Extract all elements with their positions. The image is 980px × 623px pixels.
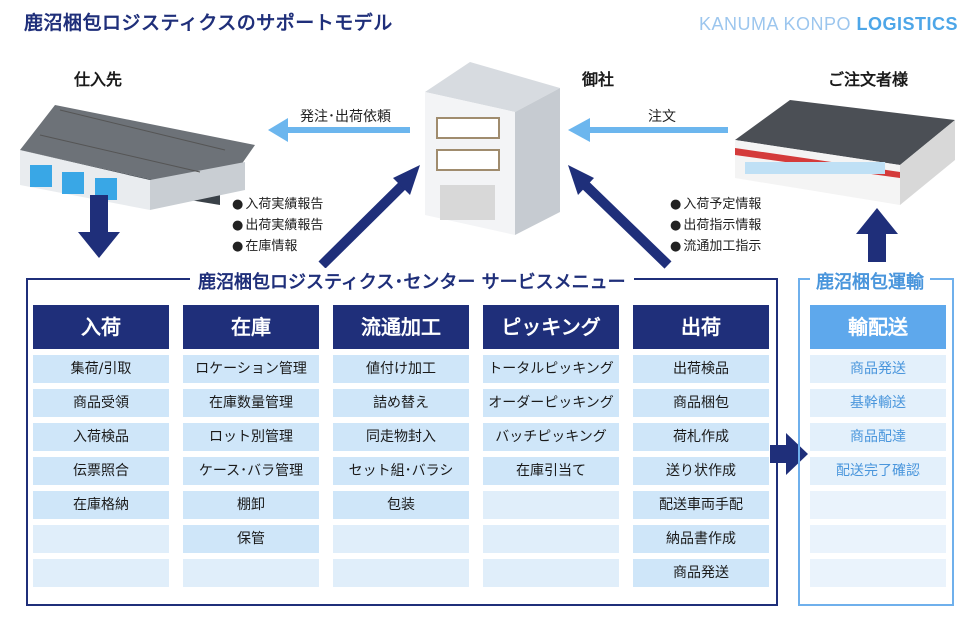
arrow-supplier-down (78, 195, 120, 258)
transport-item-empty (810, 491, 946, 519)
transport-title: 鹿沼梱包運輸 (810, 268, 930, 294)
service-item: 在庫格納 (33, 491, 169, 519)
arrow-label-customer-order: 注文 (648, 109, 676, 125)
service-item: ロット別管理 (183, 423, 319, 451)
service-item-empty (183, 559, 319, 587)
report-item: 流通加工指示 (670, 236, 761, 257)
service-item: 伝票照合 (33, 457, 169, 485)
column-header: 輸配送 (810, 305, 946, 349)
service-item: 包装 (333, 491, 469, 519)
arrow-center-to-transport (770, 433, 808, 475)
page-title: 鹿沼梱包ロジスティクスのサポートモデル (24, 12, 393, 34)
column-header: 入荷 (33, 305, 169, 349)
company-label: 御社 (582, 70, 615, 89)
supplier-label: 仕入先 (74, 70, 123, 89)
transport-item: 商品発送 (810, 355, 946, 383)
service-column-inventory: 在庫 ロケーション管理 在庫数量管理 ロット別管理 ケース･バラ管理 棚卸 保管 (183, 305, 319, 587)
service-item-empty (33, 559, 169, 587)
service-item-empty (483, 525, 619, 553)
service-item: 送り状作成 (633, 457, 769, 485)
service-column-receiving: 入荷 集荷/引取 商品受領 入荷検品 伝票照合 在庫格納 (33, 305, 169, 587)
service-item: 値付け加工 (333, 355, 469, 383)
reports-left-list: 入荷実績報告 出荷実績報告 在庫情報 (232, 194, 323, 257)
service-item-empty (333, 525, 469, 553)
service-item: セット組･バラシ (333, 457, 469, 485)
service-item: 納品書作成 (633, 525, 769, 553)
service-item-empty (483, 559, 619, 587)
transport-item: 商品配達 (810, 423, 946, 451)
arrow-customer-order (568, 118, 728, 142)
service-item: 保管 (183, 525, 319, 553)
service-item: ロケーション管理 (183, 355, 319, 383)
report-item: 出荷実績報告 (232, 215, 323, 236)
brand-light-text: KANUMA KONPO (698, 14, 857, 34)
transport-column: 輸配送 商品発送 基幹輸送 商品配達 配送完了確認 (810, 305, 946, 587)
arrow-order-to-supplier (268, 118, 410, 142)
store-icon (735, 100, 955, 205)
arrow-company-to-center (568, 165, 672, 269)
reports-right-list: 入荷予定情報 出荷指示情報 流通加工指示 (670, 194, 761, 257)
brand-logo: KANUMA KONPO LOGISTICS (699, 14, 958, 35)
report-item: 入荷予定情報 (670, 194, 761, 215)
service-center-title: 鹿沼梱包ロジスティクス･センター サービスメニュー (190, 268, 634, 294)
report-item: 出荷指示情報 (670, 215, 761, 236)
service-column-picking: ピッキング トータルピッキング オーダーピッキング バッチピッキング 在庫引当て (483, 305, 619, 587)
service-item-empty (33, 525, 169, 553)
service-item: 在庫数量管理 (183, 389, 319, 417)
arrow-center-to-company (318, 165, 420, 269)
service-item: 商品受領 (33, 389, 169, 417)
customer-label: ご注文者様 (828, 70, 909, 89)
service-item: 詰め替え (333, 389, 469, 417)
service-item: 集荷/引取 (33, 355, 169, 383)
service-item: 商品発送 (633, 559, 769, 587)
service-item: 棚卸 (183, 491, 319, 519)
column-header: ピッキング (483, 305, 619, 349)
service-item: 荷札作成 (633, 423, 769, 451)
column-header: 在庫 (183, 305, 319, 349)
arrow-to-customer-up (856, 208, 898, 262)
service-item: オーダーピッキング (483, 389, 619, 417)
column-header: 出荷 (633, 305, 769, 349)
report-item: 入荷実績報告 (232, 194, 323, 215)
service-item: トータルピッキング (483, 355, 619, 383)
service-item-empty (333, 559, 469, 587)
warehouse-icon (20, 105, 255, 210)
transport-item: 基幹輸送 (810, 389, 946, 417)
service-item: 商品梱包 (633, 389, 769, 417)
transport-item-empty (810, 525, 946, 553)
service-item: 入荷検品 (33, 423, 169, 451)
office-building-icon (425, 62, 560, 235)
service-item-empty (483, 491, 619, 519)
transport-item-empty (810, 559, 946, 587)
service-item: 出荷検品 (633, 355, 769, 383)
service-item: ケース･バラ管理 (183, 457, 319, 485)
arrow-label-order: 発注･出荷依頼 (300, 109, 391, 125)
flow-illustration (20, 62, 955, 269)
service-column-processing: 流通加工 値付け加工 詰め替え 同走物封入 セット組･バラシ 包装 (333, 305, 469, 587)
brand-bold-text: LOGISTICS (856, 14, 958, 34)
service-column-shipping: 出荷 出荷検品 商品梱包 荷札作成 送り状作成 配送車両手配 納品書作成 商品発… (633, 305, 769, 587)
transport-item: 配送完了確認 (810, 457, 946, 485)
service-item: バッチピッキング (483, 423, 619, 451)
service-item: 在庫引当て (483, 457, 619, 485)
column-header: 流通加工 (333, 305, 469, 349)
service-item: 配送車両手配 (633, 491, 769, 519)
report-item: 在庫情報 (232, 236, 323, 257)
service-item: 同走物封入 (333, 423, 469, 451)
